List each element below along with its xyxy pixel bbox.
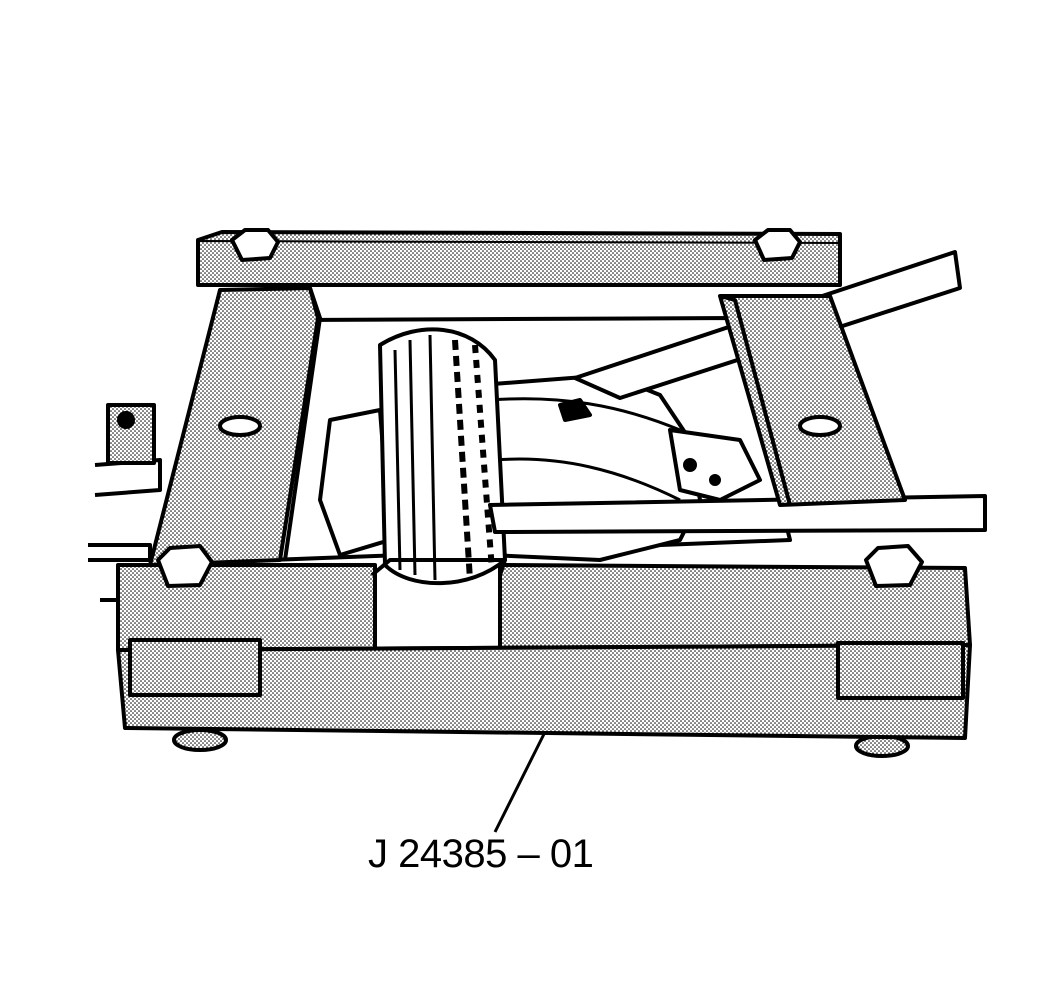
fixture-front-rail [116, 558, 972, 740]
bolt-icon [156, 228, 924, 588]
part-number-label: J 24385 – 01 [368, 832, 594, 876]
vise-clamp [106, 403, 156, 465]
fixture-right-rail [718, 294, 907, 507]
callout-leader-line [493, 731, 547, 833]
fixture-back-rail [196, 230, 842, 287]
ring-gear [378, 327, 507, 586]
fixture-left-rail [148, 286, 322, 567]
